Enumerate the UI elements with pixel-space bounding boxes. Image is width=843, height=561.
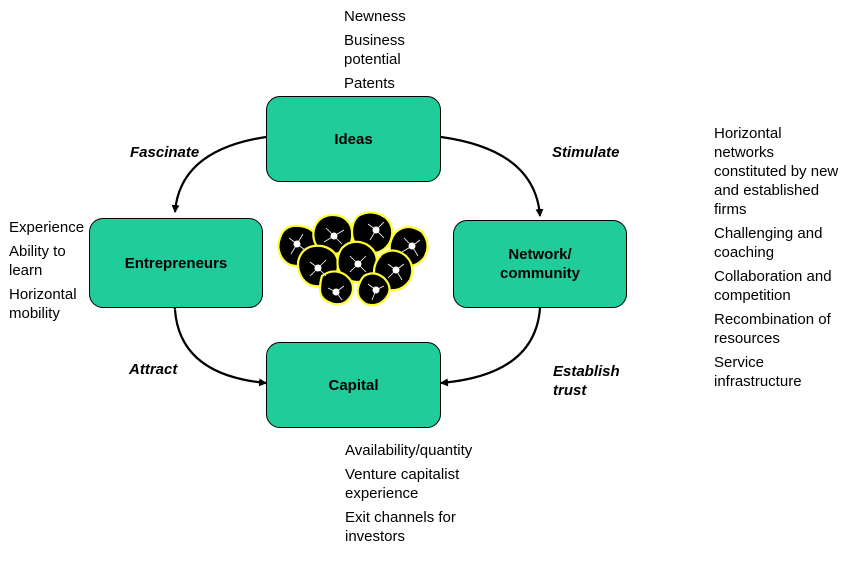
entrepreneurs-attribute-list: Experience Ability to learn Horizontal m… xyxy=(9,218,101,328)
stimulate-arrow xyxy=(433,132,544,217)
list-item: Recombination of resources xyxy=(714,311,831,347)
capital-attribute-list: Availability/quantity Venture capitalist… xyxy=(345,441,515,551)
list-item: Horizontal mobility xyxy=(9,286,77,322)
cell-cluster-icon xyxy=(277,211,429,307)
fascinate-label: Fascinate xyxy=(130,144,200,161)
list-item: Ability to learn xyxy=(9,243,66,279)
list-item: Newness xyxy=(344,8,406,25)
list-item: Venture capitalist experience xyxy=(345,466,460,502)
list-item: Service infrastructure xyxy=(714,354,802,390)
establish-trust-label: Establish trust xyxy=(553,363,620,399)
entrepreneurs-box: Entrepreneurs xyxy=(89,218,263,308)
capital-box: Capital xyxy=(266,342,441,428)
list-item: Patents xyxy=(344,75,395,92)
capital-label: Capital xyxy=(328,376,379,394)
ideas-attribute-list: Newness Business potential Patents xyxy=(344,7,454,98)
list-item: Availability/quantity xyxy=(345,442,473,459)
stimulate-label: Stimulate xyxy=(552,144,620,161)
list-item: Experience xyxy=(9,219,85,236)
entrepreneurs-label: Entrepreneurs xyxy=(124,254,228,272)
attract-arrow xyxy=(170,302,267,387)
establish-trust-arrow xyxy=(440,300,545,387)
network-attribute-list: Horizontal networks constituted by new a… xyxy=(714,124,839,396)
attract-label: Attract xyxy=(129,361,178,378)
ideas-box: Ideas xyxy=(266,96,441,182)
network-community-label: Network/ community xyxy=(499,246,580,282)
list-item: Challenging and coaching xyxy=(714,225,823,261)
list-item: Exit channels for investors xyxy=(345,509,456,545)
list-item: Horizontal networks constituted by new a… xyxy=(714,125,839,218)
fascinate-arrow xyxy=(171,131,274,213)
network-community-box: Network/ community xyxy=(453,220,627,308)
ideas-label: Ideas xyxy=(334,130,373,148)
list-item: Business potential xyxy=(344,32,405,68)
list-item: Collaboration and competition xyxy=(714,268,832,304)
